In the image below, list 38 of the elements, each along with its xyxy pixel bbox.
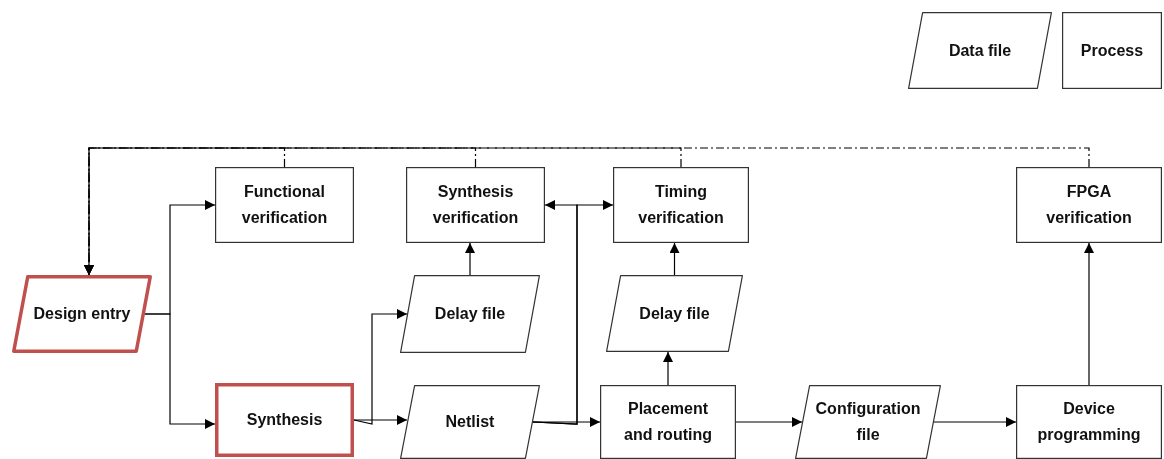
process-box [1062, 12, 1162, 89]
arrow [735, 417, 803, 427]
process-box [1016, 167, 1162, 243]
data-file-shape [400, 275, 540, 353]
node-label: Process [1079, 40, 1145, 61]
arrow [84, 147, 1090, 276]
data-file-shape [795, 385, 941, 459]
arrow [1084, 242, 1094, 386]
arrow [465, 242, 475, 276]
data-file-shape [400, 385, 540, 459]
data-file-shape [908, 12, 1052, 89]
arrow [532, 417, 601, 427]
data-file-shape [606, 275, 743, 352]
node-label: Delay file [433, 304, 507, 324]
node-label: Configuration file [814, 399, 922, 445]
node-label: FPGA verification [1045, 182, 1133, 228]
arrow [933, 417, 1017, 427]
arrow [663, 351, 673, 386]
process-box [215, 167, 354, 243]
node-label: Timing verification [637, 182, 725, 228]
process-box [600, 385, 736, 459]
arrow [144, 313, 216, 429]
node-label: Data file [947, 40, 1013, 61]
arrow [669, 242, 680, 276]
process-box [215, 383, 354, 457]
process-box [406, 167, 545, 243]
node-label: Delay file [638, 303, 711, 324]
node-label: Placement and routing [623, 399, 713, 445]
node-label: Synthesis verification [431, 182, 520, 228]
node-label: Device programming [1036, 399, 1142, 445]
node-label: Functional verification [240, 182, 329, 228]
data-file-shape [12, 275, 152, 353]
process-box [613, 167, 749, 243]
process-box [1016, 385, 1162, 459]
node-label: Synthesis [245, 410, 324, 430]
node-label: Netlist [444, 412, 496, 432]
arrow [353, 415, 408, 425]
node-label: Design entry [32, 304, 132, 324]
